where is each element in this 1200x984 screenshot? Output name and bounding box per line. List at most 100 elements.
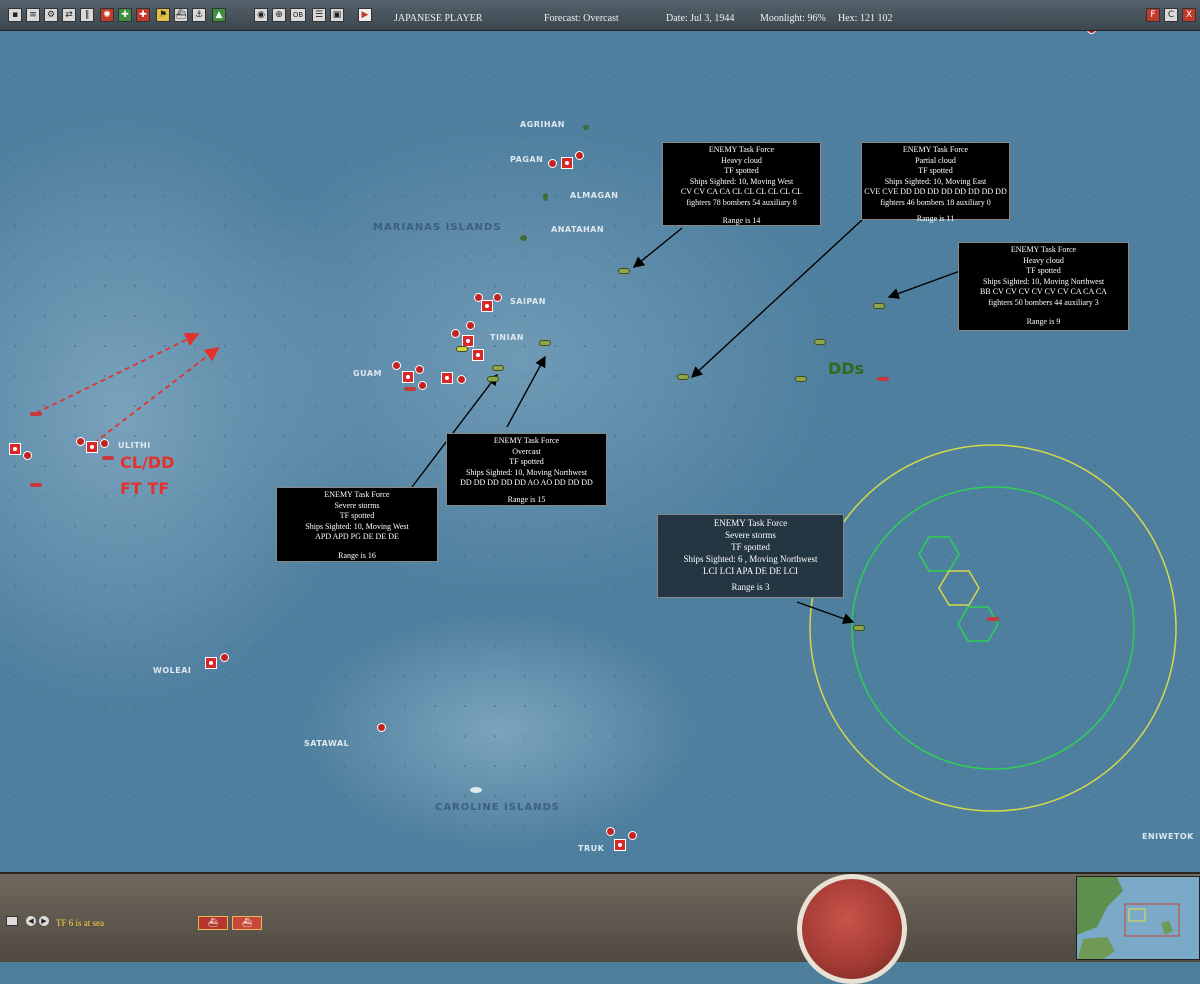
japanese-base[interactable] (472, 349, 484, 361)
label-marianas-islands: MARIANAS ISLANDS (373, 222, 502, 233)
report-line: Range is 9 (1026, 316, 1061, 326)
minimap[interactable] (1076, 876, 1200, 960)
unit-marker[interactable] (415, 365, 424, 374)
report-line: Range is 3 (731, 582, 770, 592)
report-line: fighters 50 bombers 44 auxiliary 3 (988, 297, 1099, 307)
target-icon[interactable]: ⊕ (272, 8, 286, 22)
report-line: BB CV CV CV CV CV CV CA CA CA (980, 287, 1107, 297)
ship-icon[interactable]: ⛴ (174, 8, 188, 22)
unit-marker[interactable] (466, 321, 475, 330)
unit-marker[interactable] (220, 653, 229, 662)
air-icon[interactable]: ✚ (118, 8, 132, 22)
anchor-icon[interactable]: ⚓ (192, 8, 206, 22)
japanese-base[interactable] (9, 443, 21, 455)
map-view[interactable]: AGRIHAN PAGAN ALMAGAN ANATAHAN MARIANAS … (0, 31, 1200, 872)
label-almagan: ALMAGAN (570, 191, 619, 200)
unit-marker[interactable] (457, 375, 466, 384)
friendly-ship[interactable] (30, 483, 42, 487)
japanese-base[interactable] (86, 441, 98, 453)
globe-icon[interactable]: ◉ (254, 8, 268, 22)
friendly-ship[interactable] (987, 617, 999, 621)
island (520, 235, 527, 241)
japanese-base[interactable] (441, 372, 453, 384)
report-line: Range is 14 (722, 215, 761, 225)
enemy-task-force[interactable] (677, 374, 689, 380)
japanese-base[interactable] (462, 335, 474, 347)
unit-marker[interactable] (493, 293, 502, 302)
enemy-task-force[interactable] (795, 376, 807, 382)
enemy-tf-report: ENEMY Task Force Heavy cloud TF spotted … (958, 242, 1129, 331)
japanese-base[interactable] (205, 657, 217, 669)
ob-icon[interactable]: OB (290, 8, 306, 22)
enemy-task-force[interactable] (487, 376, 499, 382)
rising-sun-icon[interactable]: ✺ (100, 8, 114, 22)
unit-marker[interactable] (392, 361, 401, 370)
intel-icon[interactable]: ▣ (330, 8, 344, 22)
close-button[interactable]: X (1182, 8, 1196, 22)
hex-outline (938, 570, 980, 606)
label-woleai: WOLEAI (153, 666, 192, 675)
save-icon[interactable]: ▪ (8, 8, 22, 22)
enemy-task-force[interactable] (456, 346, 468, 352)
label-anatahan: ANATAHAN (551, 225, 605, 234)
f-button[interactable]: F (1146, 8, 1160, 22)
prev-arrow-icon[interactable]: ◀ (26, 916, 36, 926)
report-line: Partial cloud (915, 155, 956, 165)
pause-icon[interactable]: ∥ (80, 8, 94, 22)
enemy-task-force[interactable] (853, 625, 865, 631)
enemy-task-force[interactable] (492, 365, 504, 371)
ship-class-button[interactable]: ⛴ (198, 916, 228, 930)
unit-marker[interactable] (548, 159, 557, 168)
report-line: TF spotted (724, 166, 759, 176)
friendly-ship[interactable] (877, 377, 889, 381)
friendly-ship[interactable] (30, 412, 42, 416)
forecast-label: Forecast: Overcast (544, 13, 619, 24)
document-icon[interactable]: ≡ (26, 8, 40, 22)
friendly-ship[interactable] (404, 387, 416, 391)
c-button[interactable]: C (1164, 8, 1178, 22)
enemy-task-force[interactable] (539, 340, 551, 346)
report-line: Heavy cloud (721, 155, 762, 165)
report-line: ENEMY Task Force (1010, 245, 1077, 254)
enemy-tf-report: ENEMY Task Force Severe storms TF spotte… (276, 487, 438, 562)
japanese-base[interactable] (481, 300, 493, 312)
unit-marker[interactable] (76, 437, 85, 446)
unit-marker[interactable] (23, 451, 32, 460)
island (543, 193, 548, 201)
report-line: TF spotted (731, 542, 770, 552)
base-icon[interactable]: ▲ (212, 8, 226, 22)
friendly-ship[interactable] (102, 456, 114, 460)
routes-icon[interactable]: ⇄ (62, 8, 76, 22)
ground-icon[interactable]: ✚ (136, 8, 150, 22)
island (470, 787, 482, 793)
japanese-base[interactable] (402, 371, 414, 383)
unit-marker[interactable] (418, 381, 427, 390)
next-arrow-icon[interactable]: ▶ (39, 916, 49, 926)
japanese-base[interactable] (561, 157, 573, 169)
unit-marker[interactable] (100, 439, 109, 448)
movement-arrow (35, 333, 200, 414)
flag-icon[interactable]: ⚑ (156, 8, 170, 22)
unit-marker[interactable] (575, 151, 584, 160)
unit-marker[interactable] (377, 723, 386, 732)
compass-dial[interactable] (797, 874, 907, 984)
label-saipan: SAIPAN (510, 297, 546, 306)
ship-class-button[interactable]: ⛴ (232, 916, 262, 930)
unit-marker[interactable] (628, 831, 637, 840)
unit-marker[interactable] (606, 827, 615, 836)
task-force-icon[interactable] (6, 916, 18, 926)
japanese-base[interactable] (614, 839, 626, 851)
enemy-task-force[interactable] (618, 268, 630, 274)
report-line: CV CV CA CA CL CL CL CL CL CL (680, 187, 803, 197)
report-line: Ships Sighted: 10, Moving Northwest (465, 467, 588, 477)
unit-marker[interactable] (474, 293, 483, 302)
settings-icon[interactable]: ⚙ (44, 8, 58, 22)
enemy-task-force[interactable] (814, 339, 826, 345)
annotation-ft-tf: FT TF (120, 479, 170, 498)
enemy-task-force[interactable] (873, 303, 885, 309)
list-icon[interactable]: ☰ (312, 8, 326, 22)
pointer-arrow (411, 373, 498, 488)
unit-marker[interactable] (451, 329, 460, 338)
play-icon[interactable]: ▶ (358, 8, 372, 22)
label-truk: TRUK (578, 844, 605, 853)
